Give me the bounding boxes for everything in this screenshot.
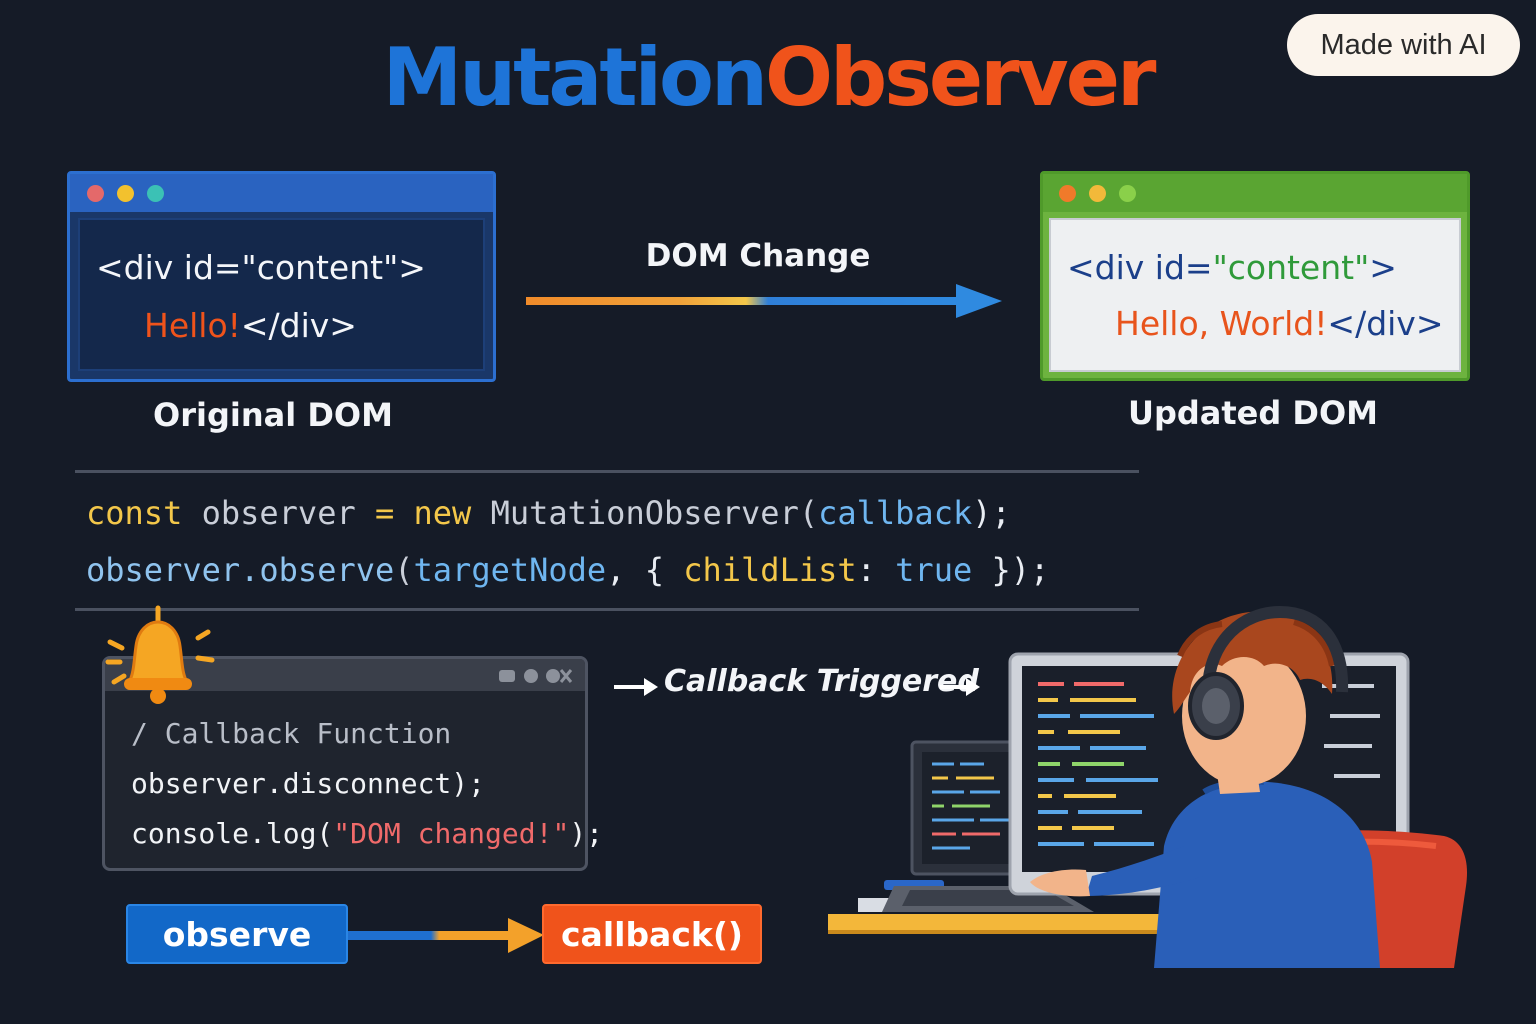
paren-close: ); [972,494,1011,532]
updated-dom-code: <div id="content"> Hello, World!</div> [1049,218,1461,372]
console-log-end: ); [569,817,604,850]
keyword-new: new [413,494,472,532]
variable-observer: observer [201,494,356,532]
arrow-right-icon [614,678,658,696]
updated-dom-line2: Hello, World!</div> [1115,304,1444,343]
window-minimize-dot [117,185,134,202]
class-mutationobserver: MutationObserver [490,494,799,532]
original-close-tag: </div> [240,306,357,345]
console-log-string: "DOM changed!" [333,817,570,850]
code-line-1: const observer = new MutationObserver(ca… [86,494,1011,532]
window-maximize-dot [147,185,164,202]
arg-targetnode: targetNode [413,551,607,589]
updated-dom-window: <div id="content"> Hello, World!</div> [1040,171,1470,381]
window-close-dot [1059,185,1076,202]
arrow-right-icon [940,678,980,696]
paren-open: ( [394,551,414,589]
person-torso [1154,781,1380,968]
window-close-dot [87,185,104,202]
updated-dom-caption: Updated DOM [1127,394,1379,432]
callback-triggered-label: Callback Triggered [664,664,979,699]
option-childlist: childList [683,551,857,589]
headphones-icon [1202,605,1349,693]
window-maximize-dot [1119,185,1136,202]
callback-comment: / Callback Function [131,717,452,750]
dom-change-arrow-icon [526,284,1002,318]
title-observer: Observer [764,31,1156,124]
paren-open: ( [798,494,819,532]
original-dom-line1: <div id="content"> [96,248,426,287]
keyword-const: const [86,494,183,532]
callback-disconnect-line: observer.disconnect); [131,767,486,800]
person-hand [1030,869,1090,897]
title-mutation: Mutation [382,31,768,124]
arg-callback: callback [818,494,973,532]
punct-close: }); [991,551,1050,589]
observe-step-box: observe [126,904,348,964]
divider-top [75,470,1139,473]
updated-close-tag: </div> [1327,304,1444,343]
punct-comma-brace: , { [606,551,664,589]
original-dom-code: <div id="content"> Hello!</div> [78,218,485,371]
window-titlebar [1043,174,1467,212]
dom-change-label: DOM Change [645,238,871,274]
code-line-2: observer.observe(targetNode, { childList… [86,551,1049,589]
original-hello-text: Hello! [144,306,241,345]
method-observe: observer.observe [86,551,395,589]
updated-hello-text: Hello, World! [1115,304,1328,343]
made-with-ai-badge: Made with AI [1287,14,1520,76]
updated-attr-value: "content" [1212,248,1370,287]
callback-step-box: callback() [542,904,762,964]
window-minimize-dot [1089,185,1106,202]
bell-icon [105,605,215,704]
original-dom-line2: Hello!</div> [144,306,357,345]
updated-tag-end: > [1369,248,1397,287]
original-dom-window: <div id="content"> Hello!</div> [67,171,496,382]
updated-tag-text: <div id= [1067,248,1213,287]
console-log-fn: console.log( [131,817,334,850]
operator-equals: = [374,494,395,532]
original-dom-caption: Original DOM [153,396,393,434]
person-hair [1172,611,1333,714]
window-titlebar [70,174,493,212]
punct-colon: : [856,551,876,589]
desk-surface [828,914,1248,934]
developer-illustration [828,605,1468,968]
page-title: MutationObserver [0,28,1536,128]
updated-dom-line1: <div id="content"> [1067,248,1397,287]
divider-bottom [75,608,1139,611]
window-controls-icon [499,669,573,683]
flow-arrow-icon [348,918,544,953]
callback-console-line: console.log("DOM changed!"); [131,817,603,850]
value-true: true [895,551,973,589]
